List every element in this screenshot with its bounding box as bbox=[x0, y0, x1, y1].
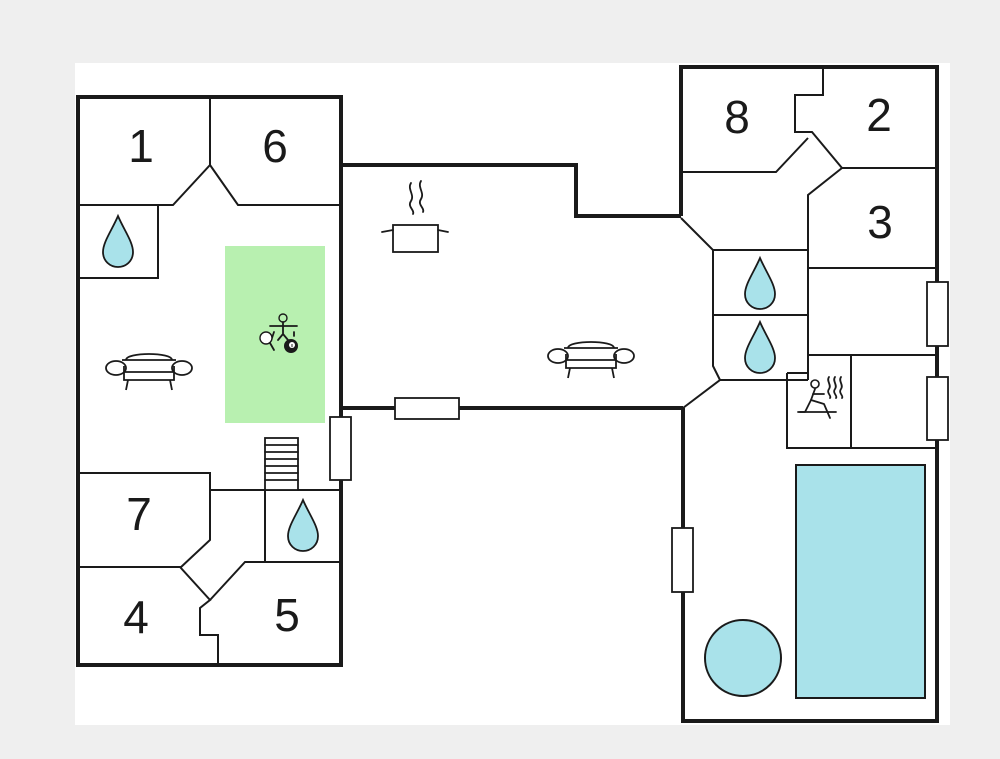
room-label-6: 6 bbox=[262, 120, 288, 172]
game-area bbox=[225, 246, 325, 423]
sauna-icon bbox=[797, 376, 844, 419]
billiard-ball-label: 8 bbox=[291, 343, 294, 348]
hot-tub-icon bbox=[704, 619, 782, 697]
room-label-8: 8 bbox=[724, 91, 750, 143]
room-label-5: 5 bbox=[274, 589, 300, 641]
billiard-ball-icon: 8 bbox=[284, 339, 298, 353]
room-labels: 1 6 7 4 5 8 2 3 bbox=[123, 89, 893, 643]
stairs-icon bbox=[264, 437, 299, 491]
room-label-4: 4 bbox=[123, 591, 149, 643]
room-label-1: 1 bbox=[128, 120, 154, 172]
window-icon bbox=[329, 281, 949, 593]
cooking-pot-icon bbox=[381, 180, 449, 253]
room-label-2: 2 bbox=[866, 89, 892, 141]
pool-icon bbox=[795, 464, 926, 699]
room-label-3: 3 bbox=[867, 196, 893, 248]
table-tennis-icon bbox=[259, 313, 298, 351]
room-label-7: 7 bbox=[126, 488, 152, 540]
